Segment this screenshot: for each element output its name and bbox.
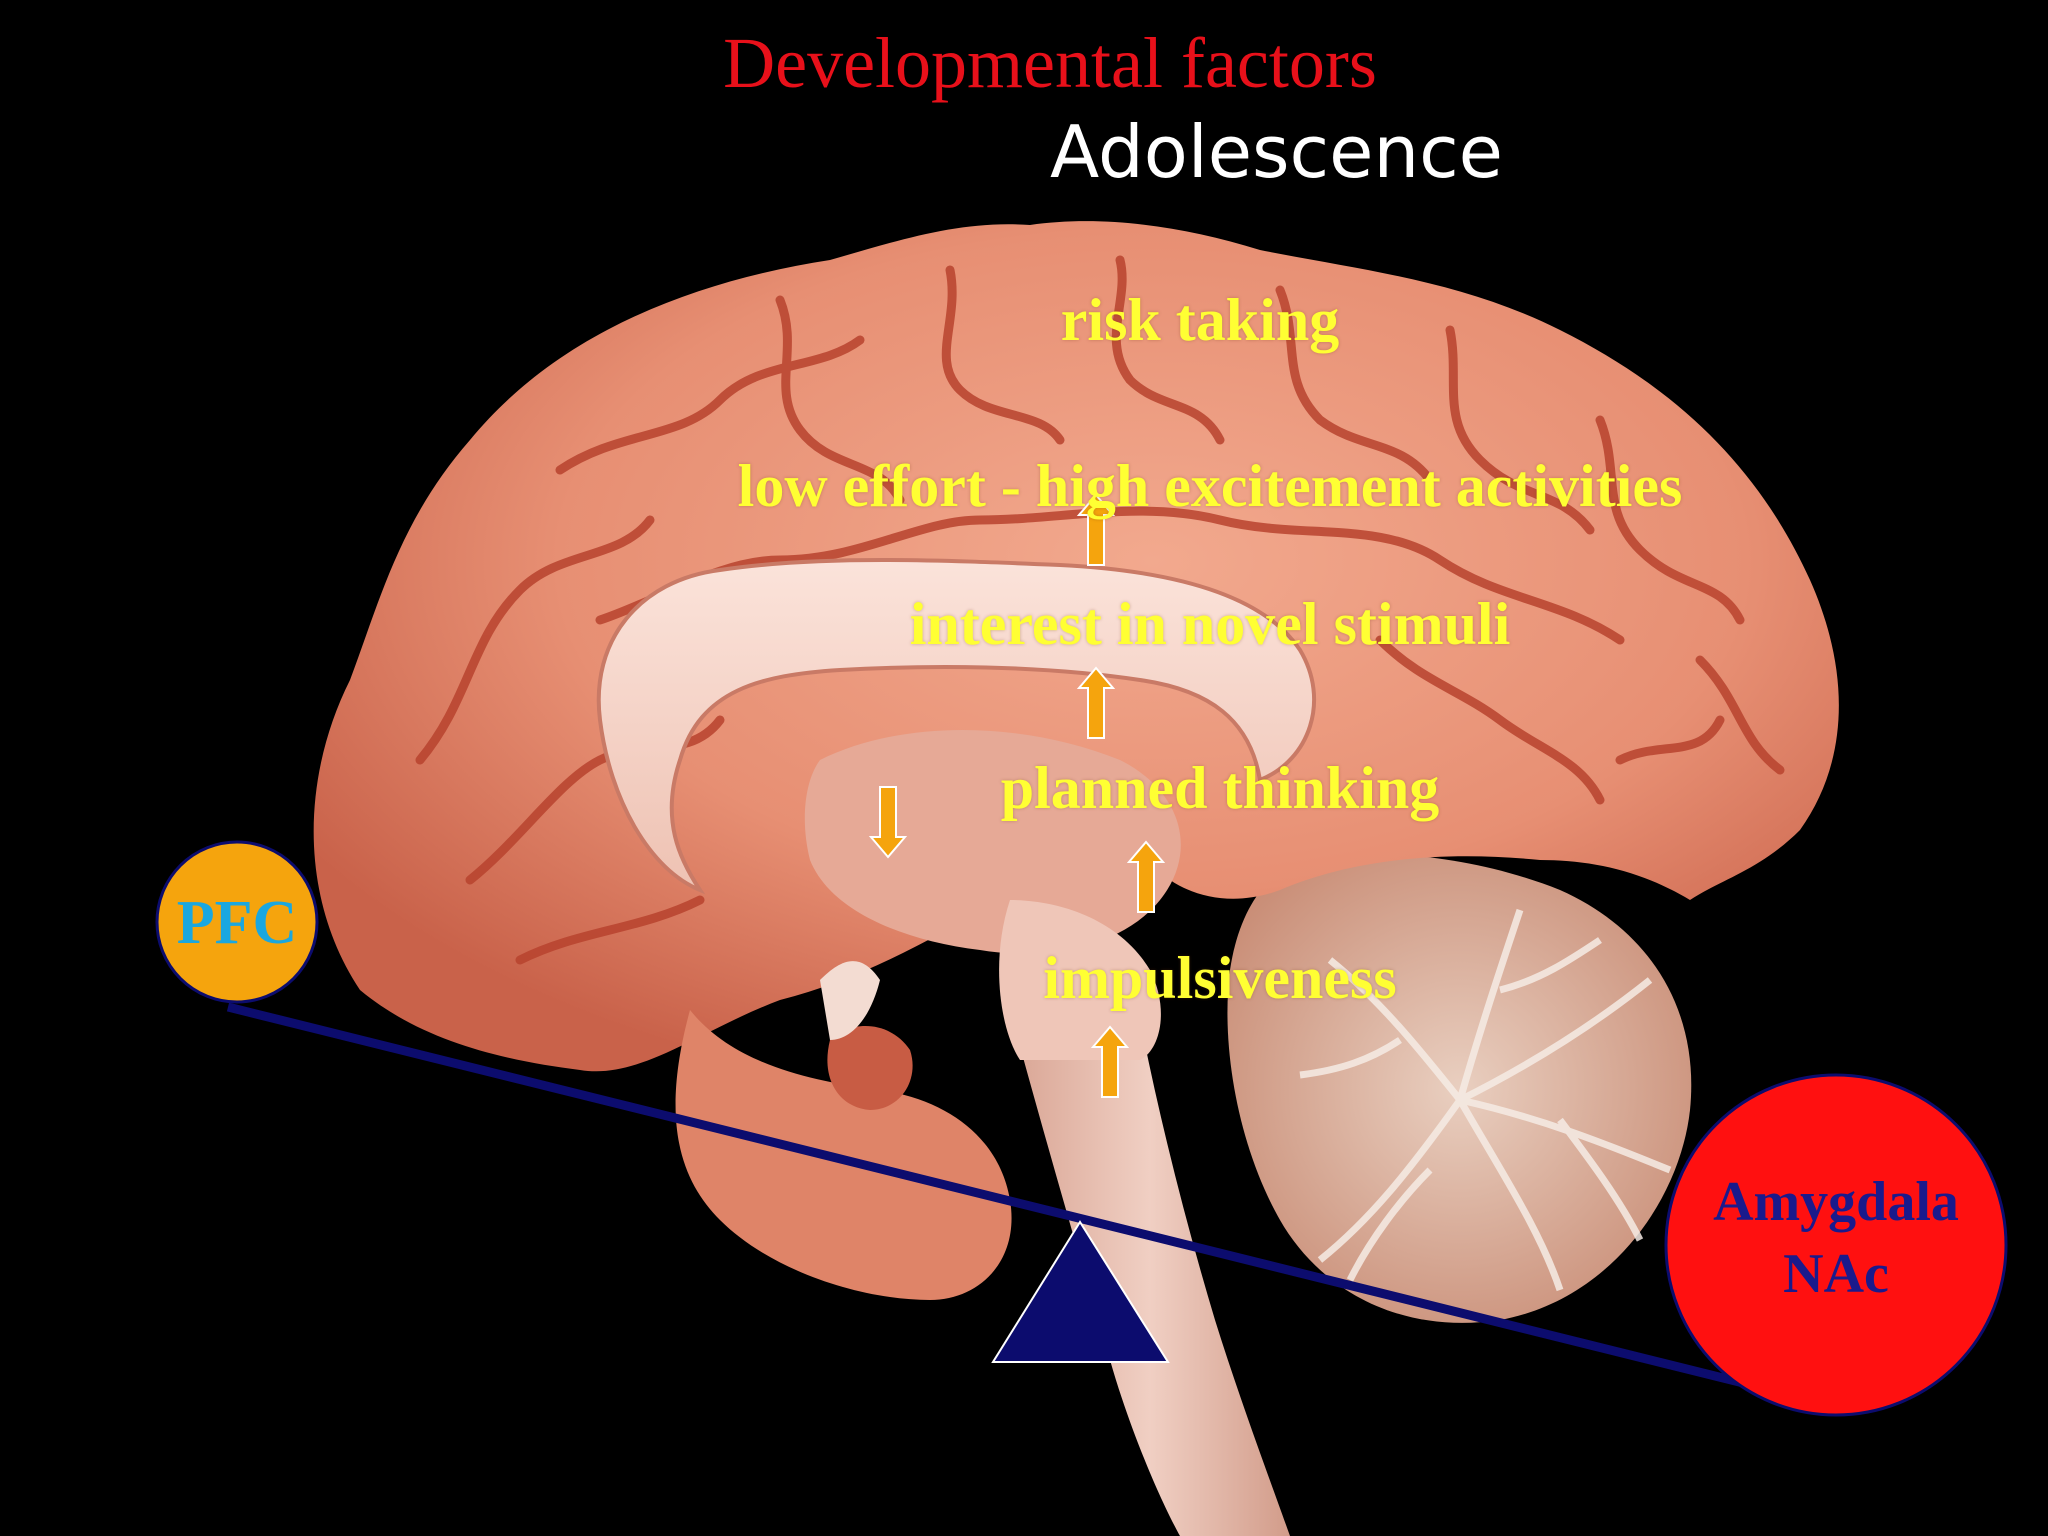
arrow-up-icon [1076,493,1116,566]
label-low-effort: low effort - high excitement activities [737,453,1683,519]
pfc-label: PFC [176,889,298,957]
label-impulsiveness: impulsiveness [1043,945,1397,1011]
arrow-up-icon [1090,1025,1130,1098]
amygdala-label: Amygdala [1713,1171,1959,1233]
label-risk-taking: risk taking [1060,287,1340,353]
label-novel-stimuli: interest in novel stimuli [909,591,1511,657]
midbrain [999,900,1161,1060]
balance-beam [226,1002,1838,1411]
arrow-group [868,493,1166,1098]
pituitary [827,1026,913,1110]
brainstem [1010,1010,1290,1536]
pfc-circle [155,840,319,1004]
label-planned-thinking: planned thinking [1000,755,1440,821]
page-title: Developmental factors [723,23,1377,103]
fornix [820,961,880,1040]
corpus-callosum [596,558,1316,895]
arrow-up-icon [1076,666,1116,739]
arrow-up-icon [1126,840,1166,913]
temporal-lobe [675,1010,1012,1300]
amygdala-nac-circle [1664,1073,2008,1417]
nac-label: NAc [1783,1243,1889,1305]
arrow-down-icon [868,786,908,859]
fulcrum-triangle [991,1220,1170,1363]
thalamus [804,730,1181,954]
page-subtitle: Adolescence [1050,110,1503,194]
